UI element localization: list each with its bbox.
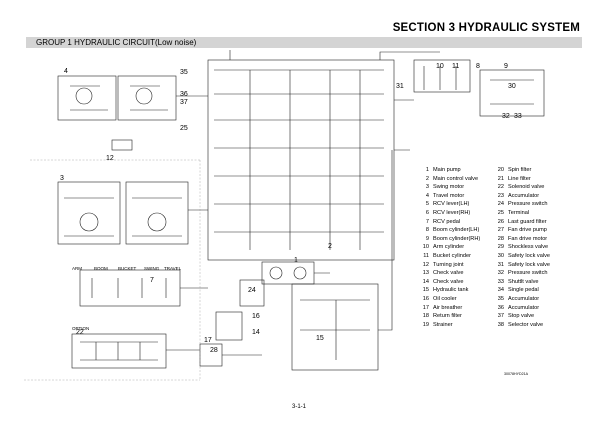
callout-14: 14	[252, 329, 260, 336]
callout-37: 37	[180, 99, 188, 106]
swing-motor-right	[125, 181, 189, 245]
caption-swing: SWING	[144, 266, 160, 271]
callout-17: 17	[204, 337, 212, 344]
caption-arm: ARM	[72, 266, 82, 271]
callout-36: 36	[180, 91, 188, 98]
drawing-code: 30078HYD21A	[504, 372, 528, 376]
callout-32: 32	[502, 113, 510, 120]
rcv-block	[79, 269, 181, 307]
callout-12: 12	[106, 155, 114, 162]
hydraulic-tank	[291, 283, 379, 371]
callout-25: 25	[180, 125, 188, 132]
page-number: 3-1-1	[292, 404, 307, 410]
group-title-bar	[26, 37, 582, 48]
group-title: GROUP 1 HYDRAULIC CIRCUIT(Low noise)	[36, 38, 197, 47]
callout-9: 9	[504, 63, 508, 70]
main-control-valve	[207, 59, 395, 261]
return-filter	[215, 311, 243, 341]
caption-boom: BOOM	[94, 266, 108, 271]
caption-travel: TRAVEL	[164, 266, 182, 271]
caption-bucket: BUCKET	[118, 266, 137, 271]
callout-2: 2	[328, 243, 332, 250]
callout-22: 22	[76, 329, 84, 336]
oil-cooler	[239, 279, 265, 307]
swing-motor-left	[57, 181, 121, 245]
callout-35: 35	[180, 69, 188, 76]
turning-joint	[111, 139, 133, 151]
travel-motor-right	[117, 75, 177, 121]
callout-10: 10	[436, 63, 444, 70]
callout-8: 8	[476, 63, 480, 70]
callout-33: 33	[514, 113, 522, 120]
hydraulic-circuit-diagram: 4 12 3 35 36 37 25 2 1 10 11 8 9 7 24 16…	[24, 50, 545, 381]
section-title: SECTION 3 HYDRAULIC SYSTEM	[392, 22, 580, 34]
callout-28: 28	[210, 347, 218, 354]
callout-15: 15	[316, 335, 324, 342]
callout-24: 24	[248, 287, 256, 294]
fan-drive-block	[479, 69, 545, 117]
caption-option: OPTION	[72, 326, 89, 331]
callout-7: 7	[150, 277, 154, 284]
callout-3: 3	[60, 175, 64, 182]
rcv-pedal-block	[71, 333, 167, 369]
callout-31: 31	[396, 83, 404, 90]
callout-11: 11	[452, 63, 459, 70]
callout-1: 1	[294, 257, 298, 264]
cylinder-group	[413, 59, 471, 93]
callout-4: 4	[64, 68, 68, 75]
callout-30: 30	[508, 83, 516, 90]
travel-motor-left	[57, 75, 117, 121]
callout-16: 16	[252, 313, 260, 320]
